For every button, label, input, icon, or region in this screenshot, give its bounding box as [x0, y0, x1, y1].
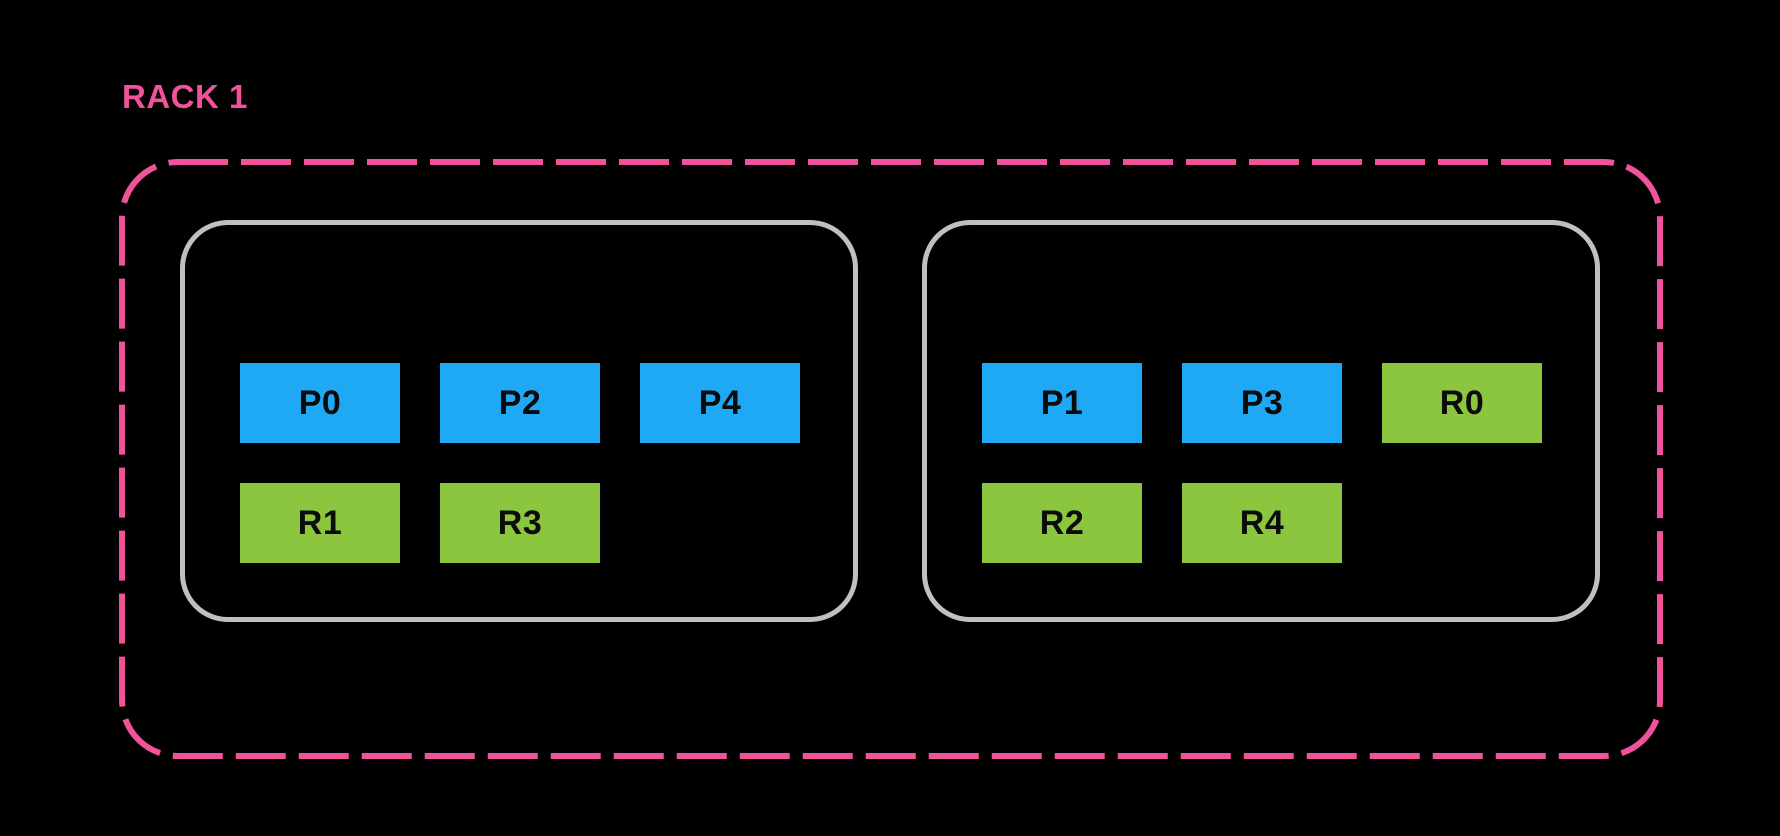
shard-chip: P2 [440, 363, 600, 443]
shard-chip: R4 [1182, 483, 1342, 563]
shard-chip: R3 [440, 483, 600, 563]
shard-chip: P0 [240, 363, 400, 443]
rack-boundary [119, 159, 1663, 759]
node-panel-2: P1 P3 R0 R2 R4 [922, 220, 1600, 622]
rack-boundary-outline [119, 159, 1663, 759]
shard-chip: R2 [982, 483, 1142, 563]
shard-chip: P3 [1182, 363, 1342, 443]
shard-chip: R0 [1382, 363, 1542, 443]
shard-chip: P4 [640, 363, 800, 443]
node-panel-1: P0 P2 P4 R1 R3 [180, 220, 858, 622]
rack-title: RACK 1 [122, 78, 248, 115]
shard-chip: P1 [982, 363, 1142, 443]
shard-chip: R1 [240, 483, 400, 563]
